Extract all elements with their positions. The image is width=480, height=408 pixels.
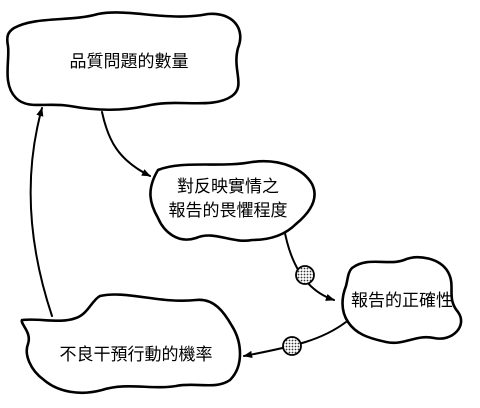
node-report-accuracy-cloud [341,256,463,345]
link-quality-to-fear [101,111,151,177]
link-accuracy-to-intervention [243,321,347,359]
node-bad-intervention-cloud [20,293,242,394]
node-bad-intervention-label: 不良干預行動的機率 [60,345,213,365]
link-intervention-to-quality [29,107,53,317]
node-quality-problems-label: 品質問題的數量 [70,52,189,72]
node-fear-of-reporting-label-line2: 報告的畏懼程度 [169,200,288,221]
delay-marker-upper [295,265,315,285]
node-fear-of-reporting-cloud [149,159,316,243]
link-fear-to-accuracy [283,227,335,301]
node-report-accuracy-label: 報告的正確性 [351,291,453,311]
delay-marker-lower [282,336,302,356]
node-quality-problems-cloud [5,11,242,112]
node-fear-of-reporting-label-line1: 對反映實情之 [177,177,279,197]
